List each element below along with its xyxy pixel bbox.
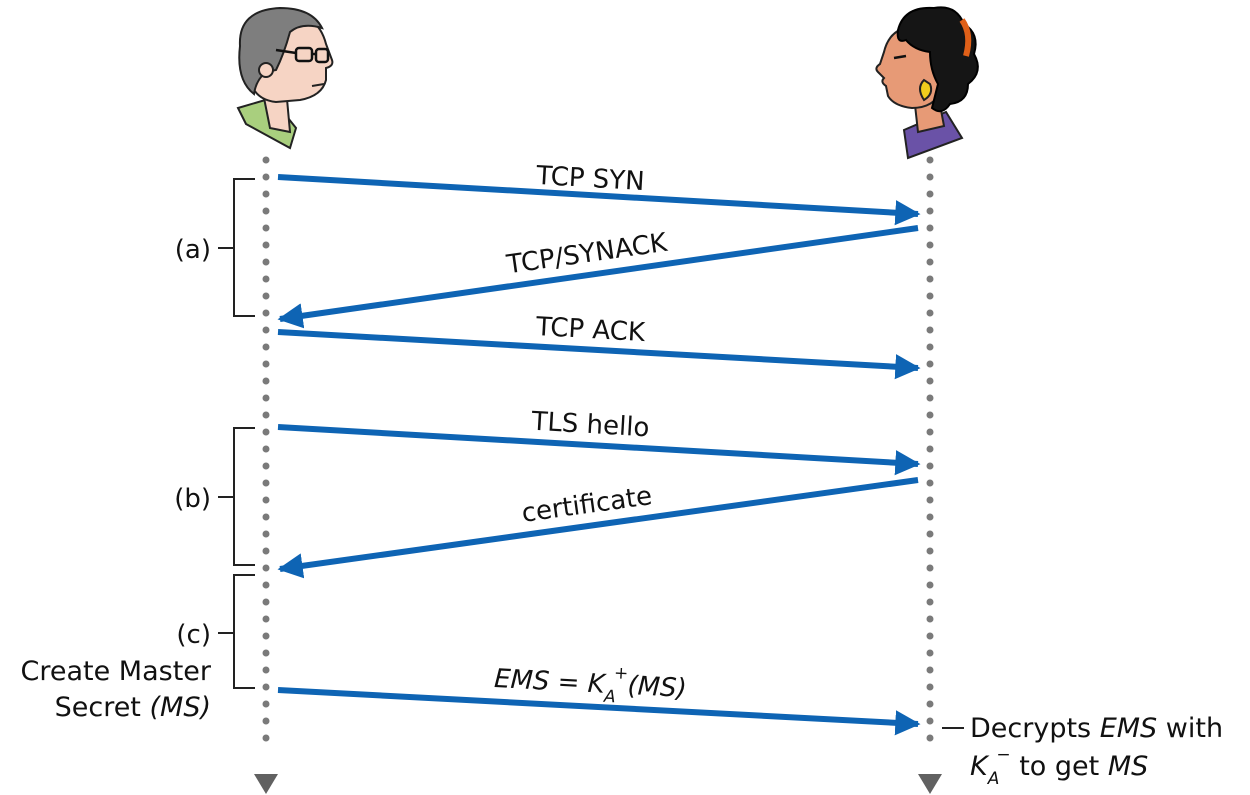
tcp-syn-arrow: [277, 174, 921, 226]
tls-hello-label: TLS hello: [530, 407, 650, 444]
bracket-c: [218, 574, 255, 689]
certificate-arrow: [277, 477, 919, 579]
tcp-ack-arrow: [277, 329, 921, 380]
bracket-a: [218, 178, 255, 317]
ems-label: EMS = KA+(MS): [493, 657, 688, 711]
alice-icon: [875, 6, 979, 160]
tcp-ack-label: TCP ACK: [534, 312, 646, 348]
ems-arrow: [277, 687, 921, 736]
bracket-c-label: (c): [176, 620, 211, 650]
tcp-syn-label: TCP SYN: [535, 161, 646, 197]
alice-lifeline-end: [918, 774, 942, 794]
bob-icon: [236, 6, 334, 150]
decrypt-note-line1: Decrypts EMS with: [970, 713, 1223, 744]
create-master-secret-line2: Secret (MS): [55, 692, 211, 723]
bracket-b-label: (b): [174, 484, 211, 514]
tls-hello-arrow: [277, 424, 921, 476]
tcp-synack-arrow: [277, 225, 919, 329]
create-master-secret-line1: Create Master: [20, 656, 211, 687]
bracket-b: [218, 427, 255, 566]
bracket-a-label: (a): [175, 235, 211, 265]
bob-lifeline-end: [254, 774, 278, 794]
decrypt-note-line2: KA− to get MS: [970, 745, 1148, 789]
